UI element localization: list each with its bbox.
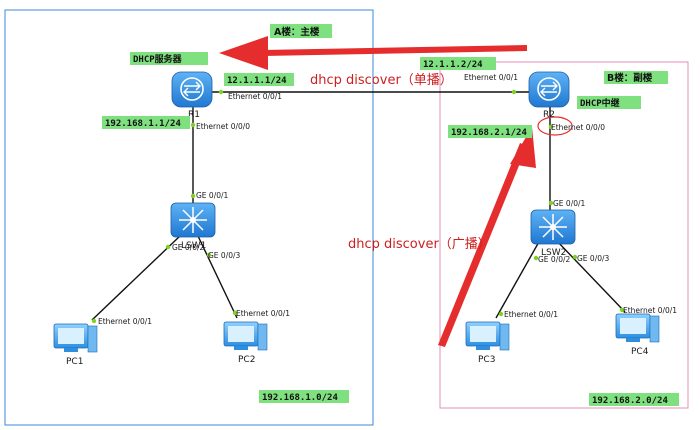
pc2-icon[interactable] [223,321,268,351]
pc4-port: Ethernet 0/0/1 [623,306,677,315]
zone-b-label: B楼：副楼 [607,72,653,84]
r1-wan-port: Ethernet 0/0/1 [228,92,282,101]
r2-wan-port: Ethernet 0/0/1 [464,73,518,82]
r2-lan-port: Ethernet 0/0/0 [551,123,605,132]
highlight-circle [537,116,573,136]
lsw2-up-port: GE 0/0/1 [553,199,586,208]
lsw1-port3: GE 0/0/3 [208,251,241,260]
r2-lan-ip: 192.168.2.1/24 [451,128,527,138]
router-r1-icon[interactable] [171,71,213,108]
unicast-arrow [219,36,527,70]
zone-a-subnet: 192.168.1.0/24 [262,393,338,403]
r1-name: R1 [188,110,200,120]
pc2-port: Ethernet 0/0/1 [236,309,290,318]
switch-lsw2-icon[interactable] [530,209,576,245]
links [91,91,626,321]
pc4-icon[interactable] [615,313,660,343]
r1-lan-port: Ethernet 0/0/0 [196,122,250,131]
pc3-icon[interactable] [465,321,510,351]
label-backgrounds [102,24,679,406]
unicast-message: dhcp discover（单播） [310,73,453,88]
pc2-name: PC2 [238,355,255,365]
r1-wan-ip: 12.1.1.1/24 [227,76,287,86]
link-lsw2-pc4 [555,239,626,313]
zone-b-subnet: 192.168.2.0/24 [592,396,668,406]
dhcp-server-label: DHCP服务器 [133,53,183,65]
lsw2-port2: GE 0/0/2 [538,255,571,264]
zone-b-box [439,61,689,409]
link-lsw1-pc1 [91,235,181,321]
broadcast-message: dhcp discover（广播） [348,237,491,252]
port-dots [91,89,625,324]
lsw1-port2: GE 0/0/2 [172,243,205,252]
zone-a-box [4,9,374,426]
link-lsw2-pc3 [495,239,541,319]
lsw1-name: LSW1 [181,241,206,251]
dhcp-relay-label: DHCP中继 [580,97,620,109]
zone-a-label: A楼：主楼 [274,26,320,38]
link-lsw1-pc2 [197,235,238,319]
lsw1-up-port: GE 0/0/1 [196,191,229,200]
r2-wan-ip: 12.1.1.2/24 [423,60,483,70]
lsw2-port3: GE 0/0/3 [577,254,610,263]
r1-lan-ip: 192.168.1.1/24 [105,119,181,129]
lsw2-name: LSW2 [541,248,566,258]
pc3-port: Ethernet 0/0/1 [504,310,558,319]
pc3-name: PC3 [478,355,495,365]
router-r2-icon[interactable] [528,71,570,108]
r2-name: R2 [543,110,555,120]
pc1-name: PC1 [66,357,83,367]
pc4-name: PC4 [631,347,649,357]
switch-lsw1-icon[interactable] [170,202,216,238]
pc1-icon[interactable] [53,323,98,353]
pc1-port: Ethernet 0/0/1 [98,317,152,326]
